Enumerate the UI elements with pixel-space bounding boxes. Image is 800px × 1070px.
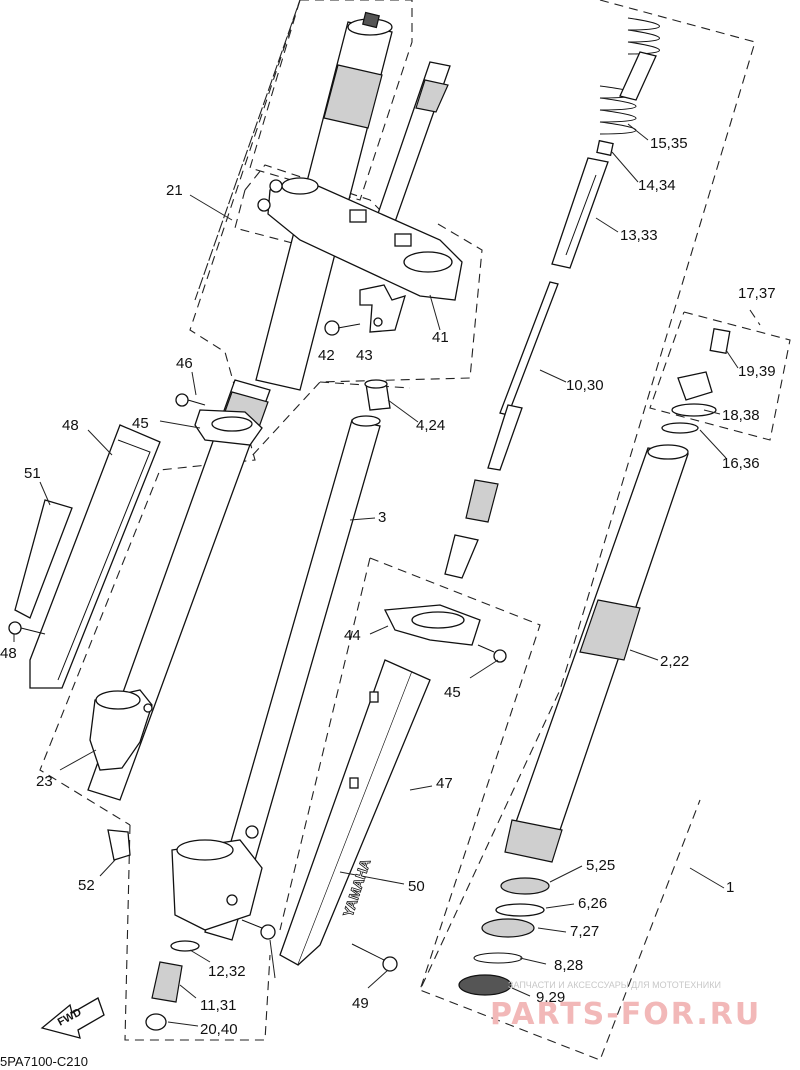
callout-1: 1 bbox=[726, 879, 734, 896]
callout-46: 47 bbox=[436, 775, 453, 792]
bolt-48-right bbox=[351, 943, 398, 972]
lower-parts-boundary bbox=[124, 824, 271, 1041]
fork-spring bbox=[599, 17, 660, 135]
bolt-42 bbox=[324, 320, 361, 336]
callout-47: 48 bbox=[62, 417, 79, 434]
callout-8-28: 8,28 bbox=[554, 957, 583, 974]
bolt-48-left bbox=[8, 621, 46, 635]
callout-10-30: 10,30 bbox=[566, 377, 604, 394]
bolt-52 bbox=[241, 919, 276, 940]
spring-guide-13 bbox=[551, 157, 609, 269]
callout-7-27: 7,27 bbox=[570, 923, 599, 940]
callout-4-24: 4,24 bbox=[416, 417, 445, 434]
outer-tube bbox=[504, 444, 689, 863]
callout-labels: 21 46 45 48 51 48 23 52 12,32 11,31 20,4… bbox=[0, 182, 453, 1038]
fwd-arrow-icon bbox=[40, 997, 105, 1039]
plug-20 bbox=[145, 1013, 167, 1031]
callout-15-35: 15,35 bbox=[650, 135, 688, 152]
axle-holder-left bbox=[89, 689, 153, 771]
callout-9-29: 9,29 bbox=[536, 989, 565, 1006]
callout-17-37: 17,37 bbox=[738, 285, 776, 302]
inner-fork-tube bbox=[87, 11, 393, 801]
callout-42: 42 bbox=[318, 347, 335, 364]
watermark-caption: ЗАПЧАСТИ И АКСЕССУАРЫ ДЛЯ МОТОТЕХНИКИ bbox=[508, 980, 721, 990]
slider-boundary bbox=[369, 557, 541, 991]
under-bracket bbox=[257, 177, 463, 301]
bracket-boundary-right bbox=[249, 223, 483, 459]
callout-23: 23 bbox=[36, 773, 53, 790]
bolt-45-right bbox=[477, 644, 507, 663]
leader-lines bbox=[13, 123, 739, 1027]
assembly-boundaries bbox=[39, 0, 791, 1061]
guard-clamp-right bbox=[383, 604, 481, 646]
callout-5-25: 5,25 bbox=[586, 857, 615, 874]
callout-12-32: 12,32 bbox=[208, 963, 246, 980]
cap-assembly-boundary bbox=[649, 311, 791, 441]
cap-boundary-tick bbox=[749, 309, 761, 326]
cap-bolt-assembly bbox=[661, 328, 731, 434]
callout-44-right: 44 bbox=[344, 627, 361, 644]
callout-13-33: 13,33 bbox=[620, 227, 658, 244]
watermark-brand: PARTS-FOR.RU bbox=[490, 997, 761, 1032]
callout-50: 51 bbox=[24, 465, 41, 482]
callout-16-36: 16,36 bbox=[722, 455, 760, 472]
callout-19-39: 19,39 bbox=[738, 363, 776, 380]
inner-tube-3 bbox=[204, 415, 381, 941]
drawing-code: 5PA7100-C210 bbox=[0, 1054, 88, 1069]
callout-49: 50 bbox=[408, 878, 425, 895]
callout-41: 41 bbox=[432, 329, 449, 346]
callout-45-right: 45 bbox=[444, 684, 461, 701]
fork-slider-guard bbox=[279, 659, 431, 966]
nut-51 bbox=[107, 829, 131, 861]
nut-14 bbox=[596, 139, 614, 157]
callout-48-right: 49 bbox=[352, 995, 369, 1012]
left-boundary-line bbox=[194, 0, 301, 301]
damper-rod bbox=[444, 281, 559, 579]
guard-sticker-50 bbox=[14, 499, 73, 619]
callout-20-40: 20,40 bbox=[200, 1021, 238, 1038]
callout-21: 21 bbox=[166, 182, 183, 199]
bolt-11 bbox=[151, 961, 183, 1003]
collar-4-24 bbox=[364, 379, 391, 411]
callout-51: 52 bbox=[78, 877, 95, 894]
callout-48-left: 48 bbox=[0, 645, 17, 662]
callout-3: 3 bbox=[378, 509, 386, 526]
callout-14-34: 14,34 bbox=[638, 177, 676, 194]
callout-44-left: 45 bbox=[132, 415, 149, 432]
callout-18-38: 18,38 bbox=[722, 407, 760, 424]
fork-guard-47 bbox=[29, 424, 161, 689]
callout-2-22: 2,22 bbox=[660, 653, 689, 670]
slider-boundary-left bbox=[279, 557, 371, 931]
hose-guide bbox=[359, 284, 406, 333]
callout-11-31: 11,31 bbox=[200, 997, 236, 1014]
bracket-boundary-top bbox=[244, 164, 381, 211]
guard-clamp-left bbox=[194, 409, 263, 446]
callout-45-left: 46 bbox=[176, 355, 193, 372]
left-assembly-boundary bbox=[39, 0, 301, 826]
callout-43: 43 bbox=[356, 347, 373, 364]
axle-holder-right bbox=[171, 825, 263, 931]
callout-6-26: 6,26 bbox=[578, 895, 607, 912]
oil-seal-stack bbox=[458, 877, 550, 996]
bolt-45-left bbox=[175, 393, 206, 407]
washer-12 bbox=[170, 940, 200, 952]
